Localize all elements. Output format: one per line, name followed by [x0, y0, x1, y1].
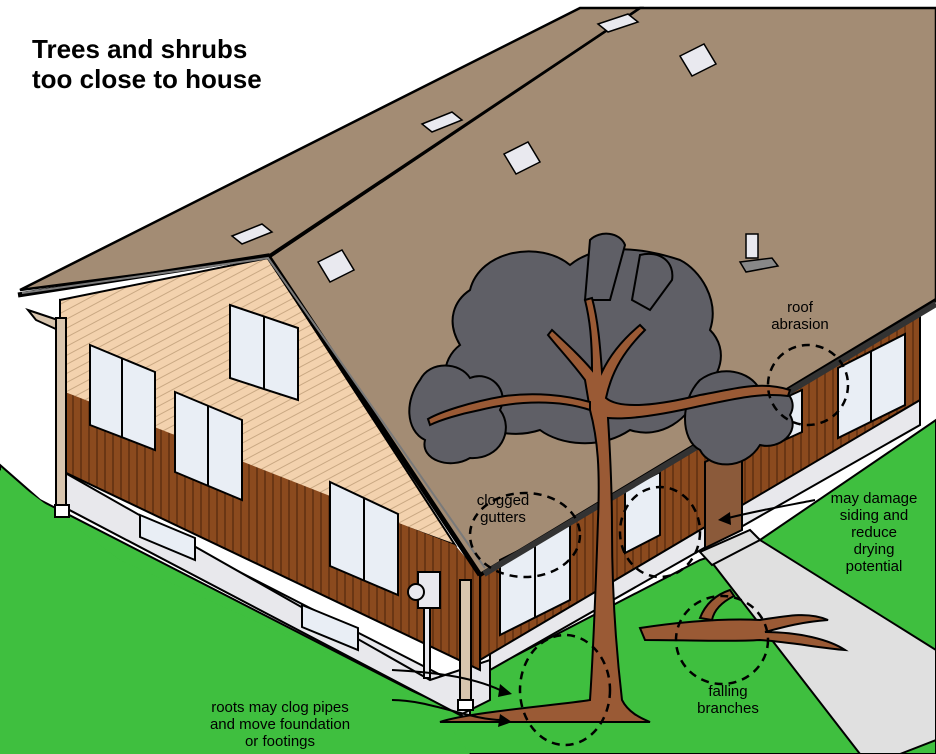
title-line-1: Trees and shrubs: [32, 34, 262, 64]
label-falling-branches-line1: falling: [708, 683, 747, 700]
label-siding-line1: may damage: [831, 490, 918, 507]
label-siding-line3: reduce: [851, 524, 897, 541]
label-roof-abrasion-line2: abrasion: [771, 316, 829, 333]
title-line-2: too close to house: [32, 64, 262, 94]
label-roots-line1: roots may clog pipes: [211, 699, 349, 716]
label-siding-line5: potential: [846, 558, 903, 575]
label-siding-line2: siding and: [840, 507, 908, 524]
label-clogged-gutters: clogged gutters: [477, 492, 530, 526]
label-roots-line3: or footings: [245, 733, 315, 750]
label-clogged-gutters-line2: gutters: [480, 509, 526, 526]
label-clogged-gutters-line1: clogged: [477, 492, 530, 509]
label-roots-line2: and move foundation: [210, 716, 350, 733]
label-falling-branches-line2: branches: [697, 700, 759, 717]
label-roof-abrasion-line1: roof: [787, 299, 814, 316]
page-title: Trees and shrubs too close to house: [32, 34, 262, 94]
label-siding-line4: drying: [854, 541, 895, 558]
